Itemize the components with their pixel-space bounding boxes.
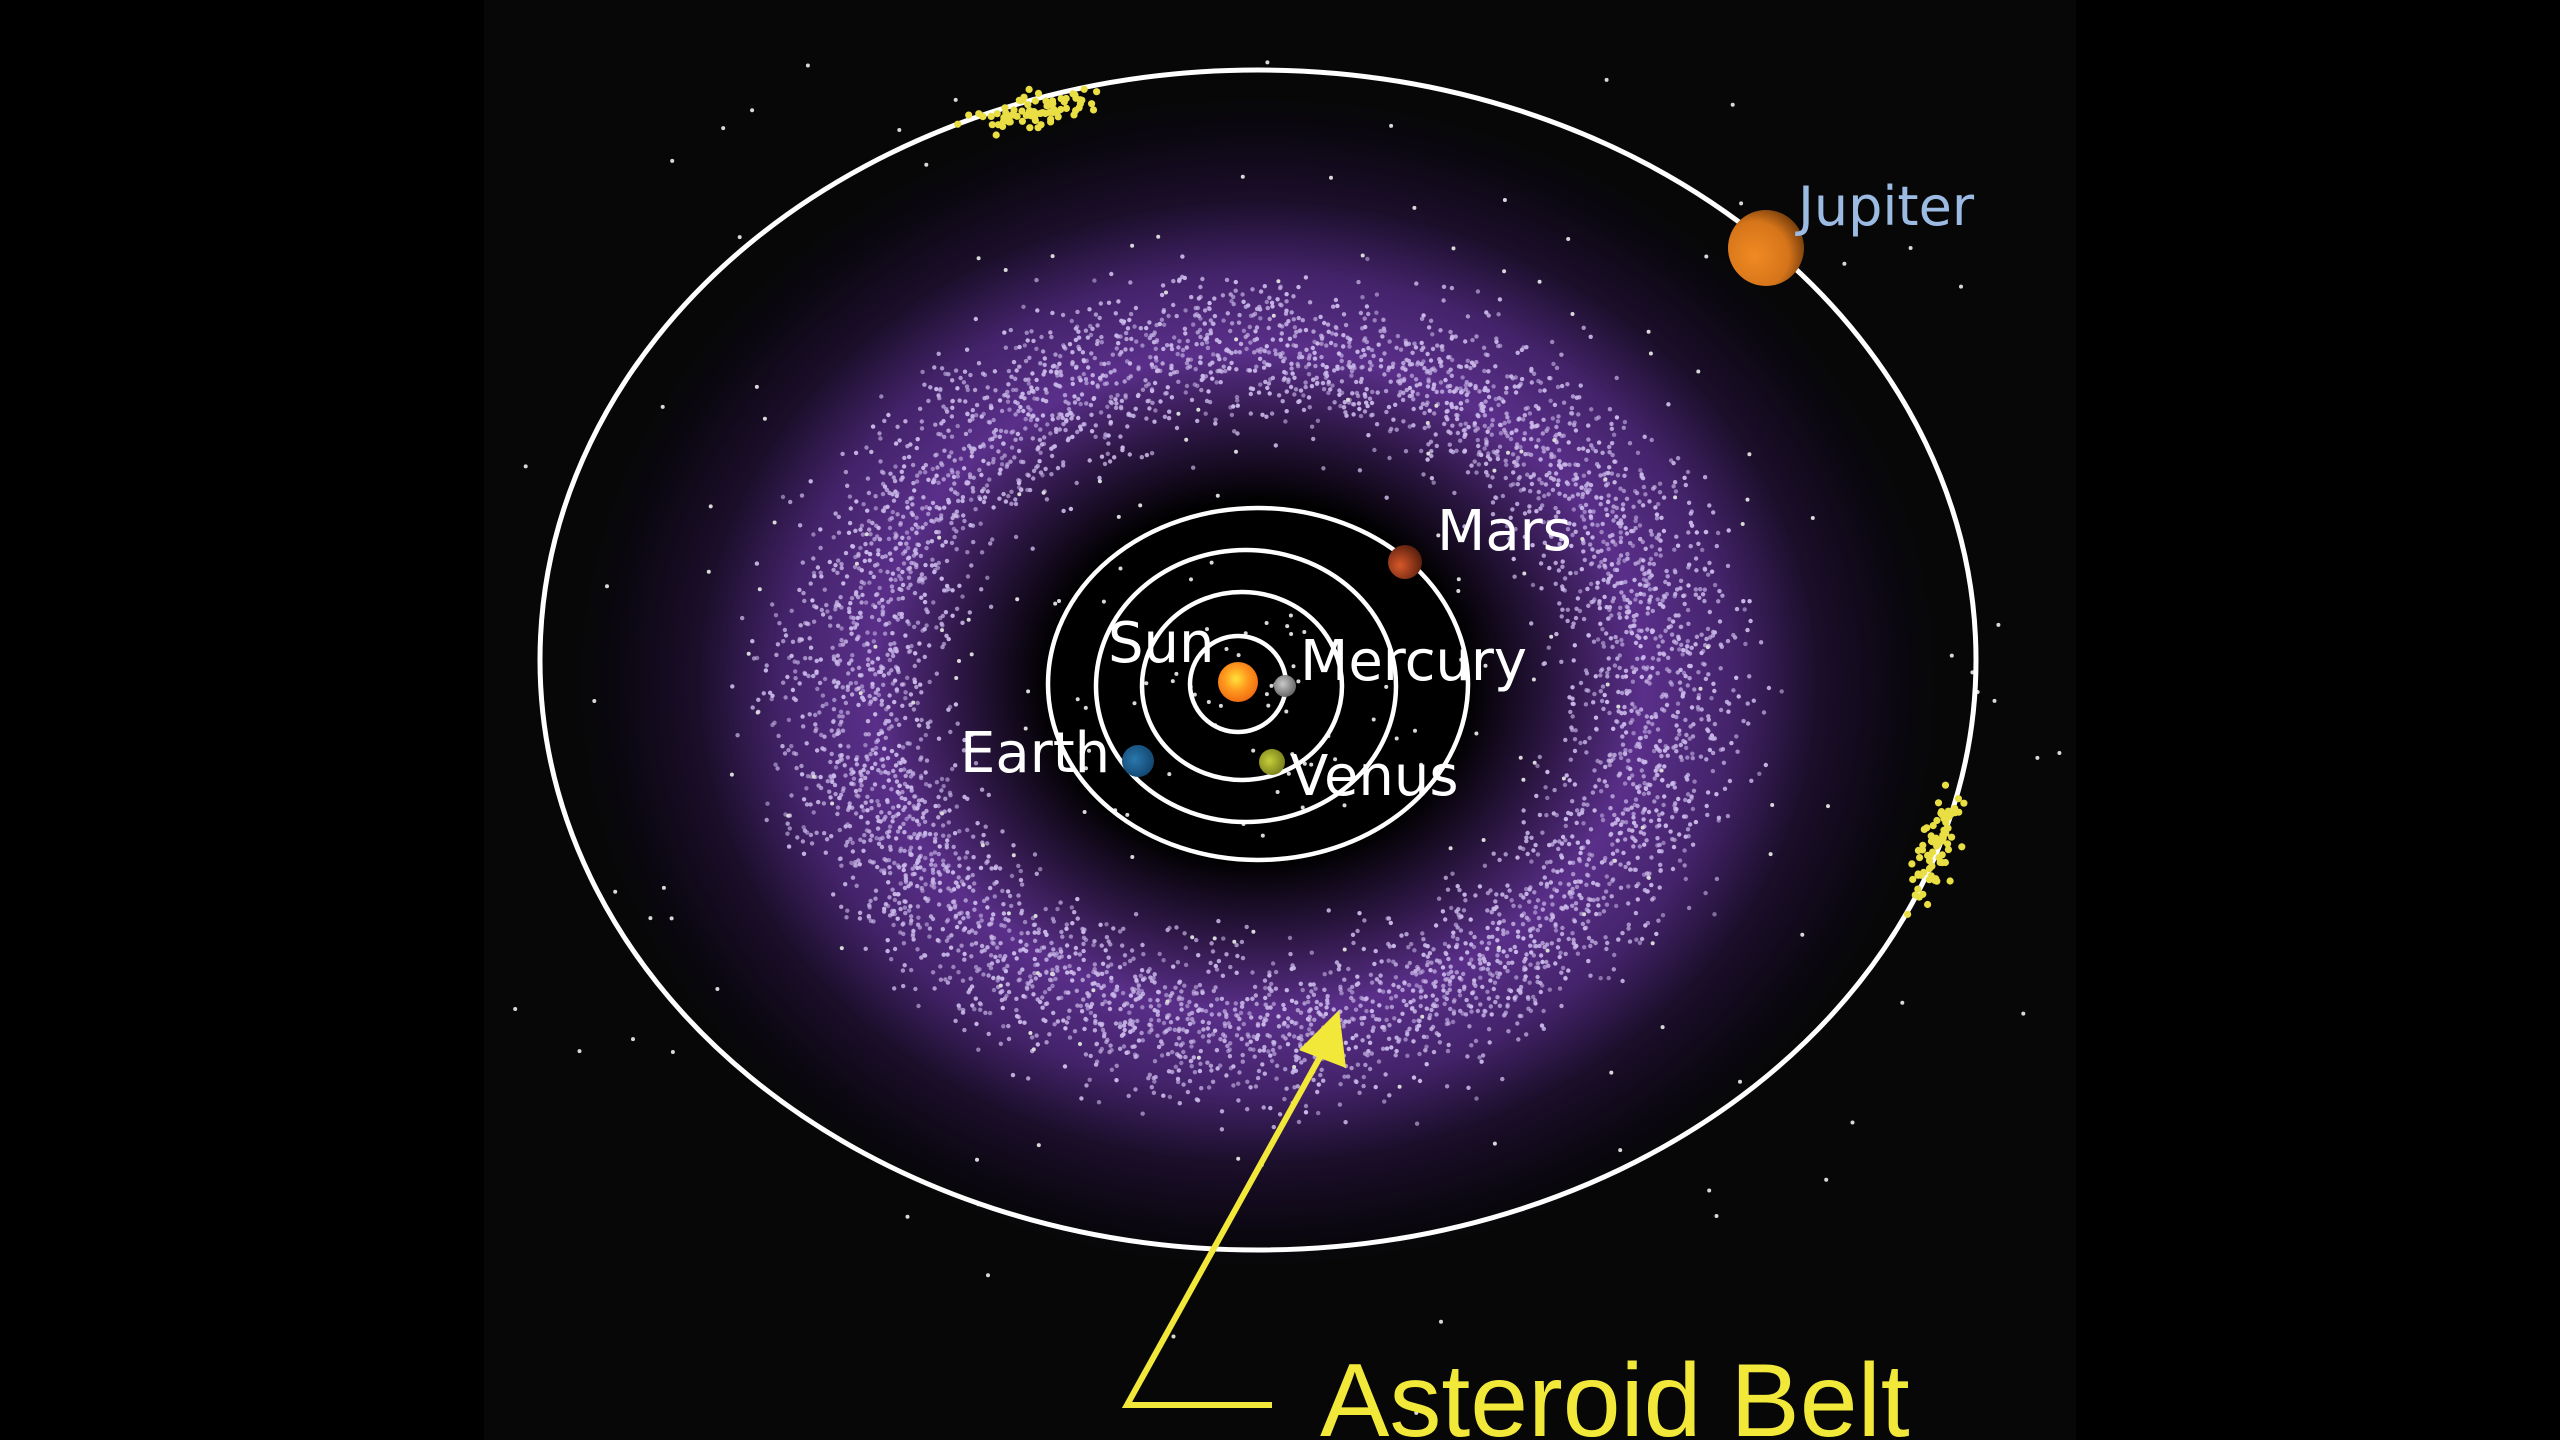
jupiter-planet	[1728, 210, 1804, 286]
mercury-label: Mercury	[1300, 629, 1527, 694]
venus-orbit	[1139, 589, 1345, 783]
venus-planet	[1259, 749, 1285, 775]
asteroid-belt-arrow	[1121, 1010, 1346, 1408]
jupiter-orbit	[537, 67, 1979, 1253]
mars-planet	[1388, 545, 1422, 579]
inner-orbits	[1045, 505, 1471, 863]
venus-label: Venus	[1290, 744, 1459, 809]
jupiter-label: Jupiter	[1795, 175, 1975, 238]
asteroid-belt-label: Asteroid Belt	[1320, 1343, 1910, 1440]
trojan-asteroids	[954, 85, 1968, 918]
mars-orbit	[1045, 505, 1471, 863]
asteroid-belt-dots	[730, 254, 1784, 1132]
asteroid-belt-glow	[538, 80, 1978, 1300]
mars-label: Mars	[1437, 499, 1572, 564]
mercury-planet	[1274, 675, 1296, 697]
sun	[1218, 662, 1258, 702]
sun-label: Sun	[1108, 611, 1215, 676]
earth-label: Earth	[960, 721, 1110, 786]
background-stars	[513, 60, 2062, 1415]
arrowhead-icon	[1299, 1010, 1346, 1068]
earth-orbit	[1093, 547, 1399, 825]
earth-planet	[1122, 745, 1154, 777]
